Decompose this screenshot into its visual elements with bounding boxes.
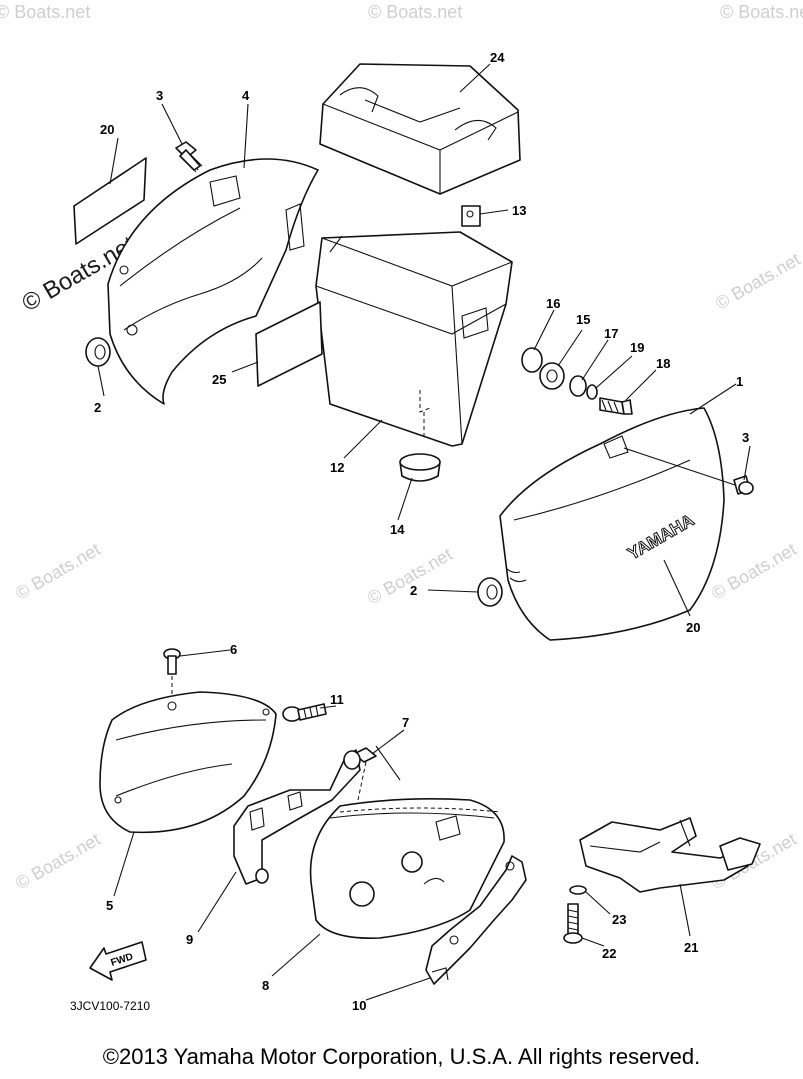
callout-leaders [97,63,751,1001]
part-12-battery-box [315,231,513,447]
part-1-right-side-cover: YAMAHA [499,407,739,641]
callout-4: 4 [242,88,250,103]
part-2-grommet-right [477,577,503,607]
watermark-text: © Boats.net [368,2,462,22]
callout-23: 23 [612,912,626,927]
callout-8: 8 [262,978,269,993]
diagram-code: 3JCV100-7210 [70,999,150,1013]
part-4-left-side-cover [107,158,319,405]
fwd-arrow-icon: FWD [89,941,147,981]
part-16-collar [521,347,543,373]
part-23-washer [569,885,587,895]
watermark-text: © Boats.net [708,539,800,603]
part-3-bolt-right [733,475,754,495]
callout-12: 12 [330,460,344,475]
callout-7: 7 [402,715,409,730]
part-2-grommet-left [85,337,111,367]
callout-6: 6 [230,642,237,657]
callout-10: 10 [352,998,366,1013]
callout-2: 2 [410,583,417,598]
callout-2: 2 [94,400,101,415]
callout-24: 24 [490,50,505,65]
part-18-bolt [599,397,625,415]
part-5-rear-cover [99,691,277,834]
part-15-grommet [539,362,565,390]
part-17-washer [569,375,587,397]
watermark-text: © Boats.net [364,544,456,608]
callout-14: 14 [390,522,405,537]
callout-19: 19 [630,340,644,355]
part-11-bolt [282,703,327,722]
part-25-label [255,301,323,387]
callout-20: 20 [686,620,700,635]
part-10-plate [425,855,527,985]
callout-22: 22 [602,946,616,961]
watermark-text: © Boats.net [12,829,104,893]
callout-15: 15 [576,312,590,327]
callout-3: 3 [742,430,749,445]
callout-5: 5 [106,898,113,913]
part-6-screw [163,648,181,702]
watermark-text: © Boats.net [12,539,104,603]
callout-18: 18 [656,356,670,371]
callout-3: 3 [156,88,163,103]
parts-15-19-hardware [521,347,633,415]
part-13-clip [461,205,481,227]
part-19-washer [586,384,598,400]
callout-20: 20 [100,122,114,137]
watermark-text: © Boats.net [0,2,90,22]
callout-numbers: 1 2 2 3 3 4 5 6 7 8 9 10 11 12 13 14 15 … [94,50,749,1013]
callout-13: 13 [512,203,526,218]
part-9-bracket [233,749,361,885]
callout-25: 25 [212,372,226,387]
part-20-label-left [73,157,147,245]
callout-21: 21 [684,940,698,955]
part-8-tool-box [309,798,505,939]
callout-9: 9 [186,932,193,947]
callout-11: 11 [330,692,344,707]
part-3-bolt-left [175,141,203,173]
part-21-bracket [579,817,761,893]
part-24-battery-cover [319,63,521,195]
part-14-damper [399,453,441,482]
part-22-bolt [563,903,583,944]
callout-17: 17 [604,326,618,341]
watermark-text: © Boats.net [720,2,803,22]
watermark-text: © Boats.net [712,249,803,313]
callout-16: 16 [546,296,560,311]
copyright-notice: ©2013 Yamaha Motor Corporation, U.S.A. A… [102,1044,701,1069]
callout-1: 1 [736,374,743,389]
